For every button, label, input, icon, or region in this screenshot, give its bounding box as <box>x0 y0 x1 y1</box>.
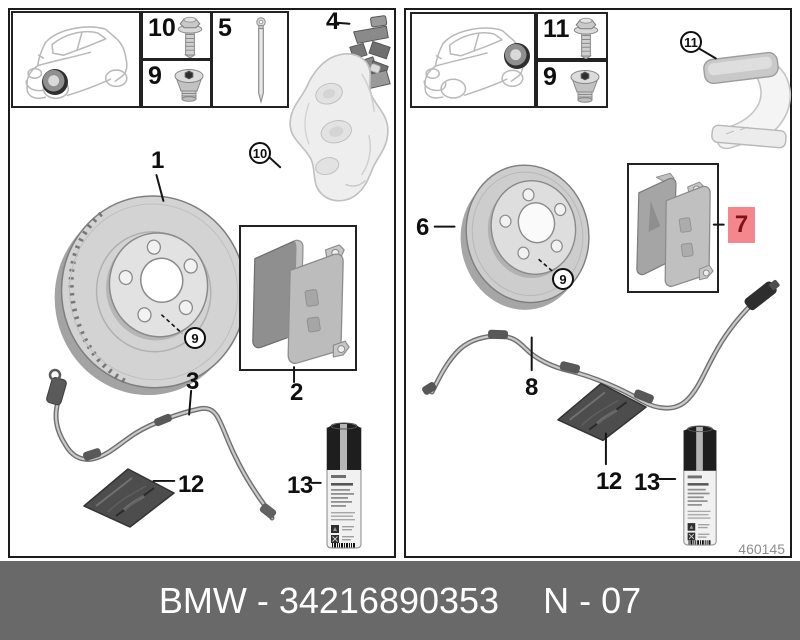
callout-label-13[interactable]: 13 <box>287 472 313 499</box>
rear-wheel-highlight-icon <box>504 43 530 69</box>
callout-circled-9[interactable]: 9 <box>552 268 574 290</box>
brake-pads-box <box>239 225 357 371</box>
callout-label-9[interactable]: 9 <box>148 62 162 90</box>
brake-caliper-drawing <box>282 40 396 218</box>
brake-cleaner-can-drawing <box>323 418 365 552</box>
callout-label-6[interactable]: 6 <box>416 214 429 241</box>
front-brake-pads-drawing <box>243 229 353 367</box>
caliper-carrier-drawing <box>700 44 792 152</box>
callout-box-bolt: 10 <box>141 11 212 60</box>
callout-label-11[interactable]: 11 <box>543 15 570 43</box>
callout-label-13[interactable]: 13 <box>634 469 660 496</box>
paste-bag-drawing <box>554 380 650 444</box>
callout-label-1[interactable]: 1 <box>151 147 164 174</box>
callout-label-2[interactable]: 2 <box>290 379 303 406</box>
callout-label-3[interactable]: 3 <box>186 368 199 395</box>
callout-label-9[interactable]: 9 <box>543 63 557 91</box>
callout-box-bolt: 11 <box>536 12 608 60</box>
car-location-thumbnail <box>11 11 141 108</box>
brake-pads-box <box>627 163 719 293</box>
screw-plug-icon <box>567 67 603 103</box>
callout-label-5[interactable]: 5 <box>218 14 232 42</box>
callout-circled-11[interactable]: 11 <box>680 31 702 53</box>
brake-cleaner-can-drawing <box>680 420 720 550</box>
callout-label-12[interactable]: 12 <box>178 471 204 498</box>
callout-box-plug: 9 <box>141 59 212 108</box>
screw-plug-icon <box>171 66 207 102</box>
mini-car-sketch-icon <box>13 13 139 106</box>
callout-label-8[interactable]: 8 <box>525 374 538 401</box>
callout-box-plug: 9 <box>536 60 608 108</box>
rear-axle-panel: 11 9 11 6 9 7 8 12 13 460145 <box>404 8 792 558</box>
revision-caption: N - 07 <box>543 579 642 621</box>
callout-label-12[interactable]: 12 <box>596 468 622 495</box>
car-location-thumbnail <box>410 12 536 108</box>
callout-circled-9[interactable]: 9 <box>184 327 206 349</box>
hex-bolt-icon <box>569 16 603 59</box>
sheet-number: 460145 <box>738 541 785 557</box>
front-axle-panel: 10 9 5 4 10 1 9 2 3 12 13 <box>8 8 396 558</box>
callout-label-7-highlighted[interactable]: 7 <box>728 207 755 243</box>
paste-bag-drawing <box>80 466 178 530</box>
caption-bar: BMW - 34216890353 N - 07 <box>0 561 800 640</box>
part-number-caption: BMW - 34216890353 <box>158 579 500 621</box>
front-wheel-highlight-icon <box>42 69 68 95</box>
callout-label-4[interactable]: 4 <box>326 8 339 35</box>
guide-pin-icon <box>253 17 269 105</box>
callout-circled-10[interactable]: 10 <box>249 142 271 164</box>
hex-bolt-icon <box>173 15 207 58</box>
callout-label-10[interactable]: 10 <box>148 14 176 42</box>
rear-brake-pads-drawing <box>631 167 717 291</box>
callout-box-guide-pin: 5 <box>211 11 289 108</box>
